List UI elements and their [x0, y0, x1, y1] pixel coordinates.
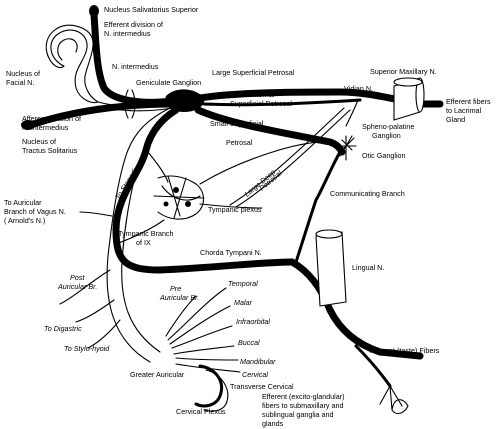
label-to-auricular-1: To Auricular: [4, 198, 42, 207]
label-cervical-plexus: Cervical Plexus: [176, 407, 226, 416]
label-mandibular: Mandibular: [240, 357, 276, 366]
lingual-top: [315, 229, 343, 239]
label-small-superficial: Small Superficial: [210, 119, 264, 128]
small-superficial-petrosal-path: [194, 106, 346, 156]
large-deep-petrosal-path-2: [235, 109, 351, 208]
large-deep-petrosal-path: [229, 107, 345, 206]
label-vidian: Vidian N.: [344, 84, 373, 93]
label-external-superficial-1: External: [248, 90, 275, 99]
label-efferent-fibers-2: to Lacrimal: [446, 106, 482, 115]
branch-infraorbital: [171, 325, 233, 349]
label-otic-ganglion: Otic Ganglion: [362, 151, 406, 160]
label-to-auricular-2: Branch of Vagus N.: [4, 207, 66, 216]
to-digastric-path: [75, 299, 115, 323]
label-to-stylo-hyoid: To Stylo-hyoid: [64, 344, 110, 353]
communicating-branch-path: [294, 150, 342, 264]
branch-buccal: [173, 345, 235, 355]
label-tympanic-plexus: Tympanic plexus: [208, 205, 262, 214]
external-superficial-petrosal-path: [202, 98, 362, 107]
label-chorda-tympani: Chorda Tympani N.: [200, 248, 262, 257]
label-nucleus-facial-1: Nucleus of: [6, 69, 40, 78]
label-nucleus-tractus-2: Tractus Solitarius: [22, 146, 78, 155]
post-auricular-path: [59, 269, 111, 305]
root-ring-1: [124, 89, 129, 119]
label-external-superficial-2: Superficial Petrosal: [230, 99, 292, 108]
label-malar: Malar: [234, 298, 253, 307]
label-spheno-palatine-2: Ganglion: [372, 131, 401, 140]
efferent-glandular-path: [354, 344, 392, 388]
label-afferent-division-1: Afferent division of: [22, 114, 81, 123]
otic-ganglion: [335, 135, 357, 161]
branch-malar: [169, 305, 231, 345]
greater-auricular-loop: [194, 364, 223, 408]
label-efferent-excito-4: glands: [262, 419, 284, 428]
label-nucleus-tractus-1: Nucleus of: [22, 137, 56, 146]
superior-maxillary-top: [393, 77, 423, 87]
label-large-superficial-petrosal: Large Superficial Petrosal: [212, 68, 295, 77]
label-post-auricular-2: Auricular Br.: [57, 282, 97, 291]
root-ring-2: [131, 89, 136, 119]
label-temporal: Temporal: [228, 279, 258, 288]
label-post-auricular-1: Post: [70, 273, 85, 282]
branch-mandibular: [175, 357, 239, 361]
auricular-vagus-path: [79, 211, 113, 217]
label-to-digastric: To Digastric: [44, 324, 82, 333]
label-efferent-division-2: N. intermedius: [104, 29, 151, 38]
afferent-division-path: [30, 100, 176, 128]
branch-temporal: [167, 287, 227, 341]
label-spheno-palatine-1: Spheno-palatine: [362, 122, 414, 131]
label-efferent-excito-1: Efferent (excito-glandular): [262, 392, 345, 401]
label-nucleus-facial-2: Facial N.: [6, 78, 34, 87]
label-tympanic-branch-2: of IX: [136, 238, 151, 247]
label-infraorbital: Infraorbital: [236, 317, 270, 326]
label-petrosal: Petrosal: [226, 138, 253, 147]
efferent-glandular-fan: [379, 385, 409, 415]
label-geniculate-ganglion: Geniculate Ganglion: [136, 78, 201, 87]
tympanic-branch-ix: [115, 219, 165, 245]
label-efferent-excito-3: sublingual ganglia and: [262, 410, 334, 419]
label-efferent-fibers-3: Gland: [446, 115, 465, 124]
label-communicating-branch: Communicating Branch: [330, 189, 405, 198]
label-greater-auricular: Greater Auricular: [130, 370, 185, 379]
tympanic-to-plexus: [199, 203, 263, 209]
facial-nerve-trunk: [112, 106, 296, 274]
sphenopalatine-link: [345, 99, 359, 127]
label-transverse-cervical: Transverse Cervical: [230, 382, 294, 391]
petrosal-link: [199, 141, 331, 185]
to-stapedius-path: [147, 151, 169, 183]
label-pre-auricular-2: Auricular Br.: [159, 293, 199, 302]
to-stylohyoid-path: [87, 319, 121, 349]
label-pre-auricular-1: Pre: [170, 284, 181, 293]
tympanic-node-1: [173, 187, 179, 193]
label-tympanic-branch-1: Tympanic Branch: [118, 229, 174, 238]
transverse-cervical-loop: [203, 369, 229, 412]
label-superior-maxillary: Superior Maxillary N.: [370, 67, 437, 76]
tympanic-plexus-network: [153, 175, 205, 220]
label-afferent-taste: Afferent (taste) Fibers: [370, 346, 440, 355]
label-to-auricular-3: ( Arnold's N.): [4, 216, 45, 225]
branch-pre-auricular: [165, 295, 197, 337]
lingual-cylinder: [315, 231, 347, 307]
label-afferent-division-2: N. intermedius: [22, 123, 69, 132]
label-efferent-division-1: Efferent division of: [104, 20, 163, 29]
tympanic-node-2: [185, 201, 191, 207]
tympanic-node-3: [163, 201, 169, 207]
label-n-intermedius: N. intermedius: [112, 62, 159, 71]
label-efferent-excito-2: fibers to submaxillary and: [262, 401, 344, 410]
facial-nucleus-loop: [45, 24, 99, 104]
superior-maxillary-end: [415, 77, 425, 113]
label-nucleus-salivatorius: Nucleus Salivatorius Superior: [104, 5, 199, 14]
label-cervical: Cervical: [242, 370, 268, 379]
facial-nucleus-inner: [57, 38, 78, 61]
label-efferent-fibers-1: Efferent fibers: [446, 97, 491, 106]
afferent-taste-path: [326, 306, 424, 360]
label-lingual: Lingual N.: [352, 263, 384, 272]
label-buccal: Buccal: [238, 338, 260, 347]
geniculate-ganglion: [165, 89, 205, 112]
